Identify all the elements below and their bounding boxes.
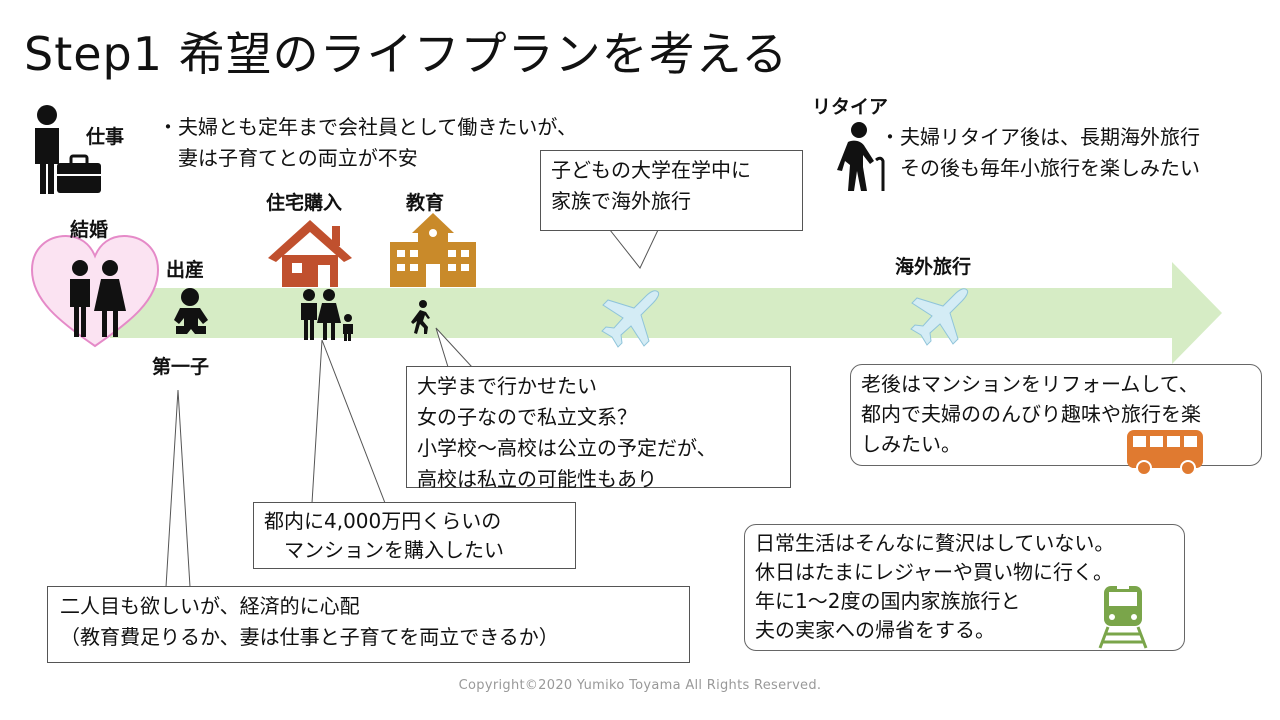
callout-tail [311,339,386,504]
couple-heart-icon [30,234,160,348]
callout-line: マンションを購入したい [264,538,504,562]
timeline-arrow [110,262,1222,364]
label-retire: リタイア [812,96,889,118]
callout-line: 都内に4,000万円くらいの [264,509,502,533]
callout-line: 二人目も欲しいが、経済的に心配 [60,594,360,618]
callout-line: 夫の実家への帰省をする。 [755,618,995,642]
note-line: ・夫婦とも定年まで会社員として働きたいが、 [158,115,577,139]
note-line: ・夫婦リタイア後は、長期海外旅行 [880,125,1200,149]
callout-line: 大学まで行かせたい [417,374,597,398]
worker-with-suitcase-icon [35,105,101,194]
label-birth: 出産 [166,259,205,281]
label-education: 教育 [406,192,445,214]
callout-tail [165,389,191,588]
page-title: Step1 希望のライフプランを考える [24,27,789,81]
note-line: その後も毎年小旅行を楽しみたい [900,156,1200,180]
callout-line: （教育費足りるか、妻は仕事と子育てを両立できるか） [60,625,559,649]
callout-line: 子どもの大学在学中に [551,158,751,182]
callout-line: しみたい。 [861,432,961,456]
callout-second-child: 二人目も欲しいが、経済的に心配 （教育費足りるか、妻は仕事と子育てを両立できるか… [47,586,690,663]
callout-line: 都内で夫婦ののんびり趣味や旅行を楽 [861,402,1201,426]
callout-line: 年に1～2度の国内家族旅行と [755,589,1021,613]
airplane-icon [910,288,969,346]
callout-housing: 都内に4,000万円くらいの マンションを購入したい [253,502,576,569]
callout-tail [608,229,659,269]
note-line: 妻は子育てとの両立が不安 [158,146,418,170]
note-work: ・夫婦とも定年まで会社員として働きたいが、 妻は子育てとの両立が不安 [158,112,577,174]
callout-education: 大学まで行かせたい 女の子なので私立文系？ 小学校～高校は公立の予定だが、 高校… [406,366,791,491]
elderly-with-cane-icon [837,122,885,191]
callout-trip-during-college: 子どもの大学在学中に 家族で海外旅行 [540,150,803,231]
note-retire: ・夫婦リタイア後は、長期海外旅行 その後も毎年小旅行を楽しみたい [880,122,1200,184]
baby-icon [174,288,208,334]
airplane-icon [601,290,660,348]
school-icon [390,213,476,287]
house-icon [268,220,352,287]
label-first-child: 第一子 [152,356,210,378]
callout-line: 家族で海外旅行 [551,189,691,213]
label-overseas-trip: 海外旅行 [895,256,972,278]
callout-line: 高校は私立の可能性もあり [417,467,657,491]
copyright-footer: Copyright©2020 Yumiko Toyama All Rights … [458,678,822,693]
callout-line: 女の子なので私立文系？ [417,405,637,429]
family-icon [301,289,353,341]
callout-line: 休日はたまにレジャーや買い物に行く。 [755,560,1113,584]
callout-old-age: 老後はマンションをリフォームして、 都内で夫婦ののんびり趣味や旅行を楽 しみたい… [850,364,1262,466]
label-marriage: 結婚 [70,219,109,241]
walking-child-icon [411,300,430,334]
callout-daily-life: 日常生活はそんなに贅沢はしていない。 休日はたまにレジャーや買い物に行く。 年に… [744,524,1185,651]
label-housing: 住宅購入 [266,192,343,214]
label-work: 仕事 [86,126,125,148]
callout-line: 小学校～高校は公立の予定だが、 [417,436,717,460]
callout-line: 日常生活はそんなに贅沢はしていない。 [755,531,1115,555]
callout-line: 老後はマンションをリフォームして、 [861,372,1199,396]
